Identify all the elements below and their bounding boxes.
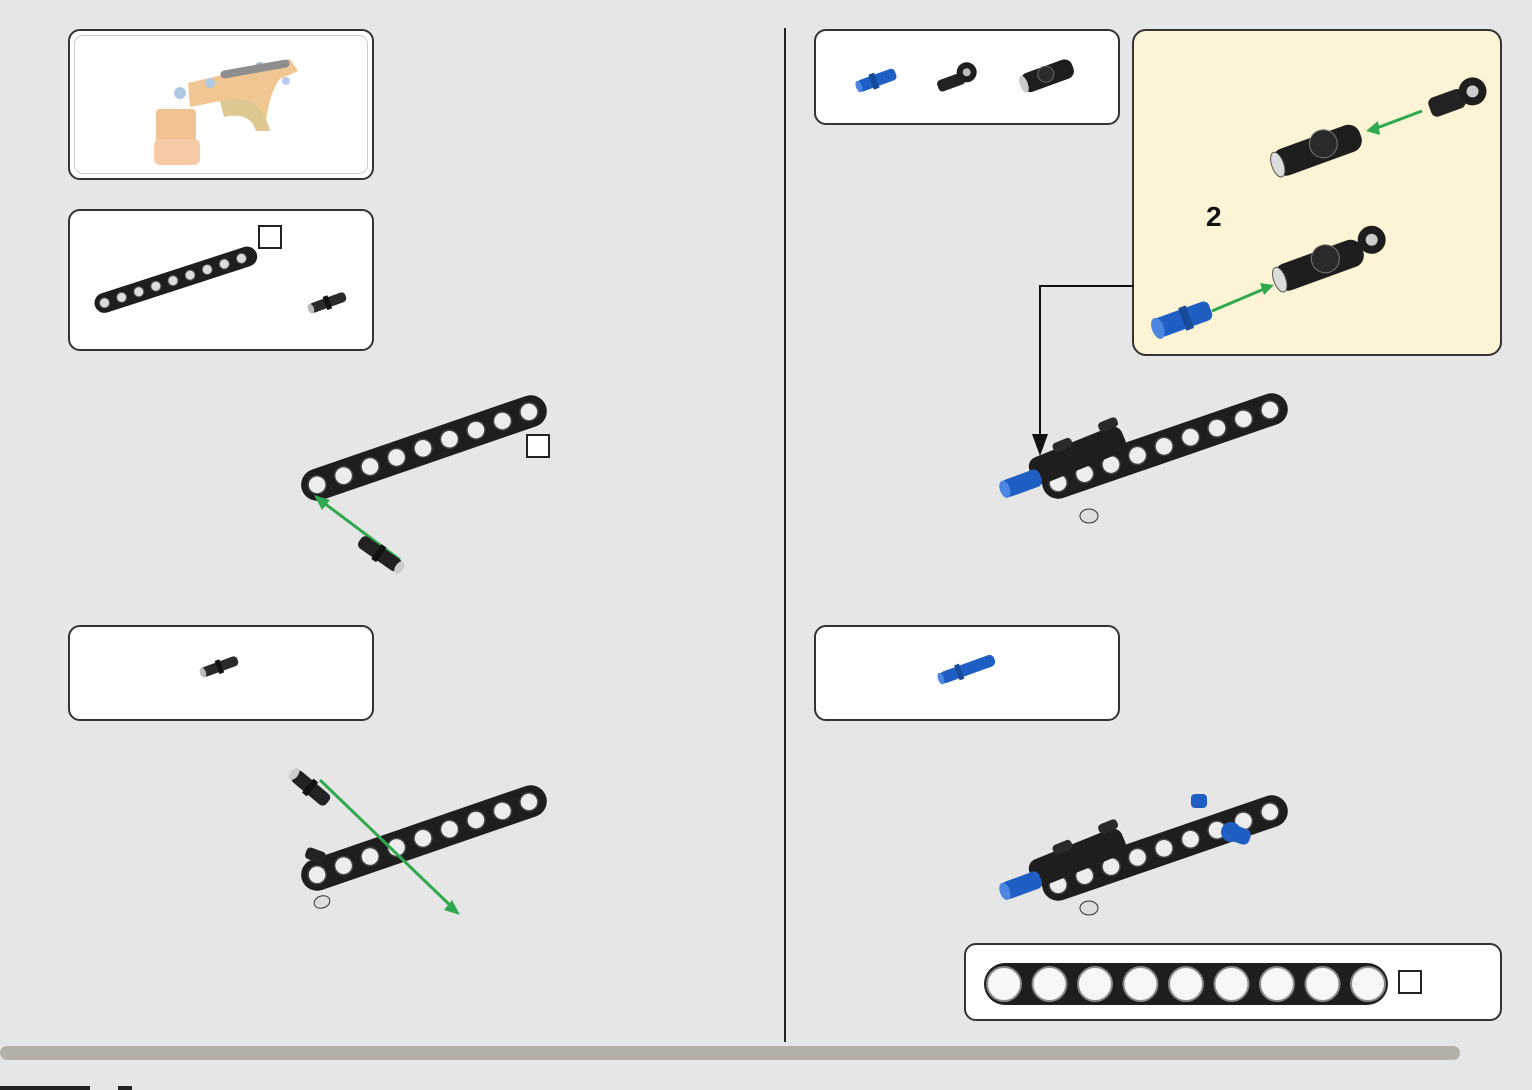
- ruler-count-box: [1398, 970, 1422, 994]
- ruler-hole: [1215, 967, 1249, 1001]
- black-pin-icon: [70, 627, 376, 723]
- orange-assembly-preview-icon: [70, 31, 376, 182]
- parts-panel-2: [68, 625, 374, 721]
- ruler-panel: [964, 943, 1502, 1021]
- ruler-hole: [1033, 967, 1067, 1001]
- parts-panel-3: [814, 29, 1120, 125]
- liftarm-ruler: [966, 945, 1504, 1023]
- ruler-hole: [1260, 967, 1294, 1001]
- ruler-hole: [1169, 967, 1203, 1001]
- assembly-count-box: [526, 434, 550, 458]
- footer-mark: [0, 1086, 90, 1090]
- ruler-hole: [1124, 967, 1158, 1001]
- callout-connector-build: [1134, 31, 1504, 358]
- assembly-4-finished-subassembly: [995, 780, 1315, 930]
- ruler-hole: [1351, 967, 1385, 1001]
- parts-panel-1: [68, 209, 374, 351]
- blue-long-pin-icon: [816, 627, 1122, 723]
- ruler-hole: [987, 967, 1021, 1001]
- page-footer-bar: [0, 1046, 1460, 1060]
- assembly-2-liftarm-two-pins: [280, 760, 570, 930]
- page-divider: [784, 28, 786, 1042]
- parts-panel-4: [814, 625, 1120, 721]
- ruler-hole: [1306, 967, 1340, 1001]
- substep-callout: 2: [1132, 29, 1502, 356]
- assembly-3-liftarm-connector: [995, 370, 1315, 540]
- footer-mark-small: [118, 1086, 132, 1090]
- assembly-1-liftarm-pin: [280, 370, 570, 590]
- black-double-connector-icon: [816, 31, 1122, 127]
- black-pin-icon: [70, 211, 376, 353]
- ruler-hole: [1078, 967, 1112, 1001]
- overview-panel: [68, 29, 374, 180]
